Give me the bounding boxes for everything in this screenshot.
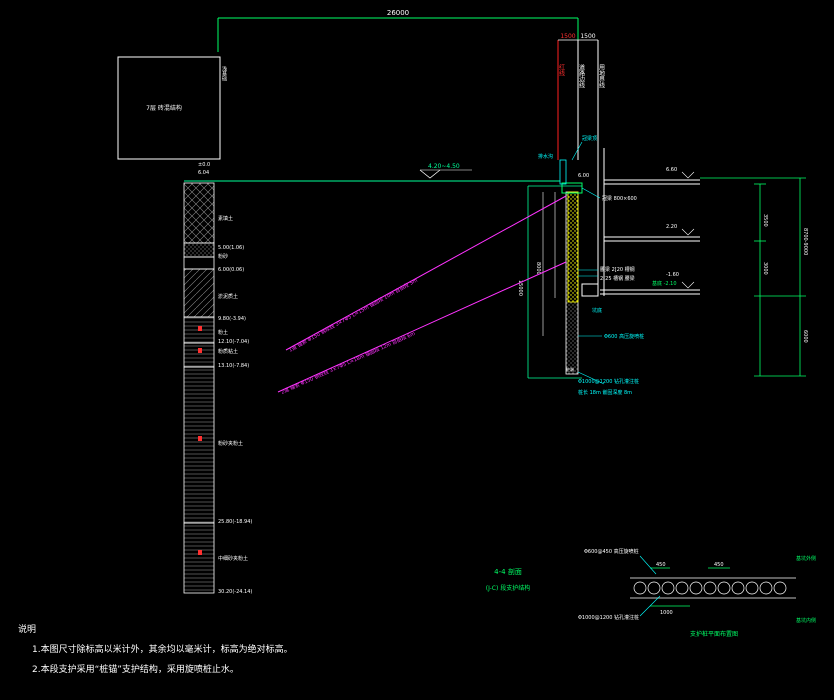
road-line-label: 道路边线	[578, 63, 585, 88]
building-side-note: 浅基础	[221, 65, 227, 82]
plan-right1: 基坑外侧	[796, 555, 816, 562]
soil-layer-label: 中细砂夹粉土	[218, 555, 248, 562]
retaining-wall	[527, 159, 583, 379]
boundary-lines	[557, 39, 599, 160]
soil-layer-label: 25.80(-18.94)	[218, 519, 252, 525]
plan-view	[630, 555, 796, 617]
section-title: 4-4 剖面	[494, 567, 522, 576]
ground-level-mark	[419, 169, 441, 179]
building-label: 7层 砖混结构	[146, 104, 182, 112]
dim-6000: 6000	[802, 330, 808, 343]
dim-15000: 15000	[517, 280, 523, 296]
plan-dim-450b: 450	[714, 562, 724, 568]
left-tag-label: 排水沟	[538, 153, 553, 160]
bottom-label: 坑底	[592, 307, 602, 314]
crown-beam-label: 冠梁 800×600	[602, 195, 637, 202]
borehole-column	[183, 182, 215, 594]
plan-dim-450a: 450	[656, 562, 666, 568]
plan-pile-circle	[773, 581, 787, 595]
ground-level-label: 4.20~4.50	[428, 163, 460, 170]
land-line-label: 用地界线	[598, 64, 605, 88]
adjacent-building	[117, 56, 221, 160]
soil-layer-label: 淤泥质土	[218, 293, 238, 300]
plan-pile-circle	[675, 581, 689, 595]
red-line-label: 红线	[558, 63, 565, 76]
waler-label: 腰梁 2[20 槽钢	[600, 266, 635, 273]
plan-title: 支护桩平面布置图	[690, 630, 738, 638]
plan-right2: 基坑内侧	[796, 617, 816, 624]
level-6-60: 6.60	[666, 167, 677, 173]
level-bottom: 基底 -2.10	[652, 280, 677, 287]
dim-8000: 8000	[535, 262, 541, 275]
plan-dim-1000: 1000	[660, 610, 673, 616]
plan-pile-circle	[759, 581, 773, 595]
soil-layer-label: 粉质粘土	[218, 348, 238, 355]
jet-pile-label: Φ600 高压旋喷桩	[604, 333, 644, 340]
wale2-label: 2[25 槽钢 腰梁	[600, 275, 635, 282]
plan-pile-circle	[661, 581, 675, 595]
level-2-20: 2.20	[666, 224, 677, 230]
plan-label-bottom: Φ1000@1200 钻孔灌注桩	[578, 614, 639, 621]
soil-layer-label: 粉砂	[218, 253, 228, 260]
level-minus-1-60: -1.60	[666, 272, 679, 278]
pile-length-label: 桩长 18m 嵌固深度 8m	[578, 389, 632, 396]
notes-heading: 说明	[18, 625, 37, 635]
dim-3500: 3500	[762, 214, 768, 227]
red-width-label: 1500	[560, 33, 575, 40]
plan-pile-circle	[717, 581, 731, 595]
soil-labels: 素填土 5.00(1.06) 粉砂 6.00(0.06) 淤泥质土 9.80(-3.94)…	[218, 215, 252, 595]
plan-pile-circle	[703, 581, 717, 595]
plan-pile-circle	[633, 581, 647, 595]
plan-pile-circle	[745, 581, 759, 595]
notes-block: 说明 1.本图尺寸除标高以米计外，其余均以毫米计，标高为绝对标高。 2.本段支护…	[18, 620, 293, 680]
plan-pile-circle	[647, 581, 661, 595]
wall-callout-leaders	[571, 141, 605, 385]
soil-layer-label: 12.10(-7.04)	[218, 339, 249, 345]
soil-layer-label: 5.00(1.06)	[218, 245, 244, 251]
anchor-lines	[277, 195, 567, 393]
dim-8700: 8700-9000	[802, 228, 808, 255]
top-elev-label: 6.00	[578, 173, 589, 179]
soil-layer-label: 素填土	[218, 215, 233, 222]
soil-layer-label: 6.00(0.06)	[218, 267, 244, 273]
soil-layer-label: 粉土	[218, 329, 228, 336]
section-subtitle: (J-C) 段支护结构	[486, 584, 531, 592]
plan-pile-circle	[731, 581, 745, 595]
soil-layer-label: 9.80(-3.94)	[218, 316, 246, 322]
right-dimensions	[700, 177, 806, 377]
soil-layer-label: 13.10(-7.84)	[218, 363, 249, 369]
plan-pile-row	[633, 581, 787, 595]
plan-pile-circle	[689, 581, 703, 595]
top-beam-label: 冠梁顶	[582, 135, 597, 142]
top-span-label: 26000	[387, 9, 409, 17]
plan-label-top: Φ600@450 高压旋喷桩	[584, 548, 639, 555]
top-dimension	[217, 17, 579, 52]
anchor-2-label: 2道 锚索 Φ150 钢绞线 3×7Φ5 L=18m 锚固段 12m 自由段 6…	[280, 330, 416, 396]
building-ground-level: 6.04	[198, 170, 209, 176]
white-width-label: 1500	[580, 33, 595, 40]
building-level-tag: ±0.0	[198, 162, 210, 168]
adjacent-basement	[581, 148, 700, 297]
soil-layer-label: 粉砂夹粉土	[218, 440, 243, 447]
notes-line-2: 2.本段支护采用“桩锚”支护结构，采用旋喷桩止水。	[32, 665, 239, 675]
soil-layer-label: 30.20(-24.14)	[218, 589, 252, 595]
dim-3000: 3000	[762, 262, 768, 275]
pile-label: Φ1000@1200 钻孔灌注桩	[578, 378, 639, 385]
pile-tip-label: 桩端	[566, 366, 574, 372]
notes-line-1: 1.本图尺寸除标高以米计外，其余均以毫米计，标高为绝对标高。	[32, 645, 293, 655]
